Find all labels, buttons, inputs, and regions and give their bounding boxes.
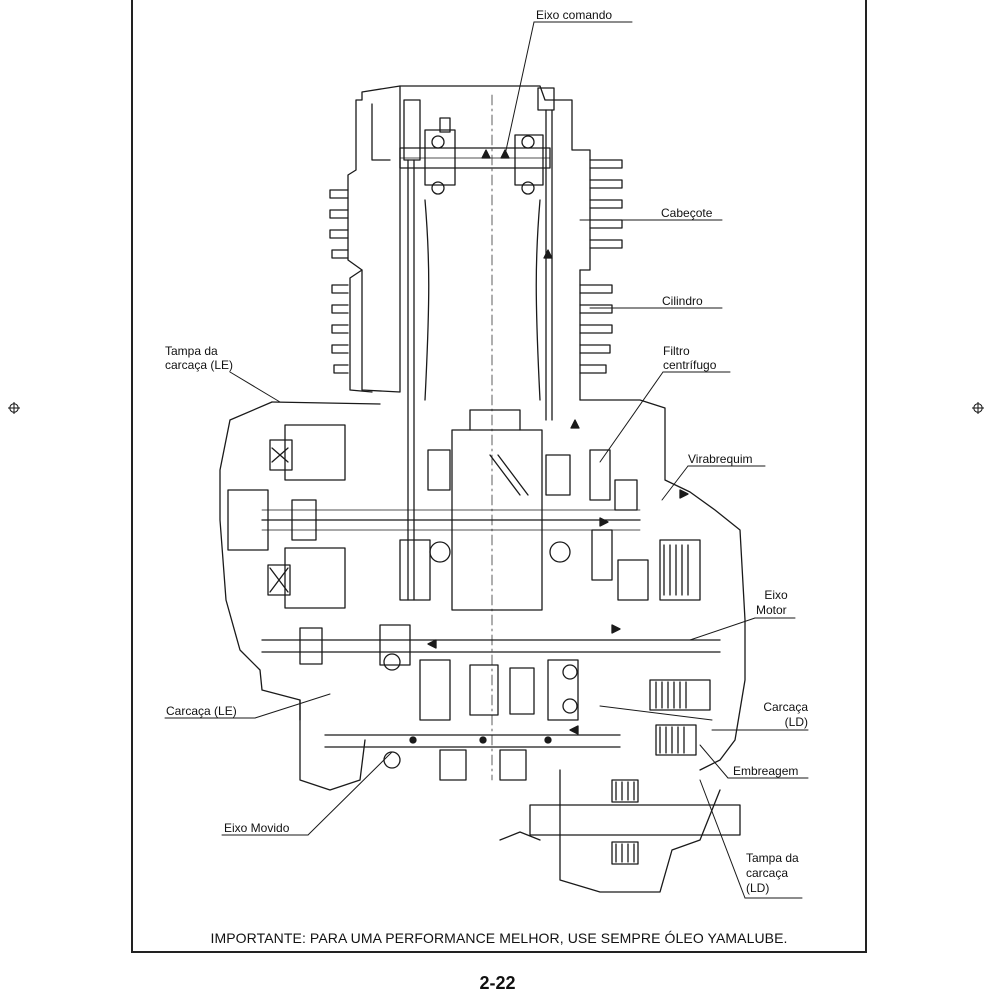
cylinder-head [329,85,623,421]
right-crankcase-and-clutch [579,399,746,771]
cylinder-block [331,94,613,781]
lower-right-cover [499,769,741,893]
page-number: 2-22 [479,973,516,993]
label-tampa-ld-line1: Tampa da [746,851,799,865]
label-tampa-le-line2: carcaça (LE) [165,358,234,372]
registration-mark-icon [8,402,20,414]
label-tampa-le-line1: Tampa da [165,344,218,358]
label-virabrequim: Virabrequim [688,452,753,466]
label-carcaca-le: Carcaça (LE) [166,704,237,718]
label-eixo-motor-line2: Motor [756,603,787,617]
label-eixo-comando: Eixo comando [536,8,613,22]
footer-note: IMPORTANTE: PARA UMA PERFORMANCE MELHOR,… [210,930,788,946]
label-cilindro: Cilindro [662,294,703,308]
label-tampa-ld-line3: (LD) [746,881,770,895]
page-frame [131,0,867,953]
registration-mark-icon [972,402,984,414]
label-filtro-line1: Filtro [663,344,690,358]
label-filtro-line2: centrífugo [663,358,717,372]
label-eixo-motor-line1: Eixo [764,588,788,602]
label-carcaca-ld-line1: Carcaça [763,700,808,714]
label-cabecote: Cabeçote [661,206,713,220]
left-crankcase-cover [219,401,641,721]
label-carcaca-ld-line2: (LD) [784,715,808,729]
label-eixo-movido: Eixo Movido [224,821,290,835]
label-embreagem: Embreagem [733,764,799,778]
oil-flow-arrows [409,149,689,744]
crankshaft-assembly [399,409,571,611]
label-tampa-ld-line2: carcaça [746,866,789,880]
transmission [261,624,721,791]
leader-lines [164,21,809,899]
